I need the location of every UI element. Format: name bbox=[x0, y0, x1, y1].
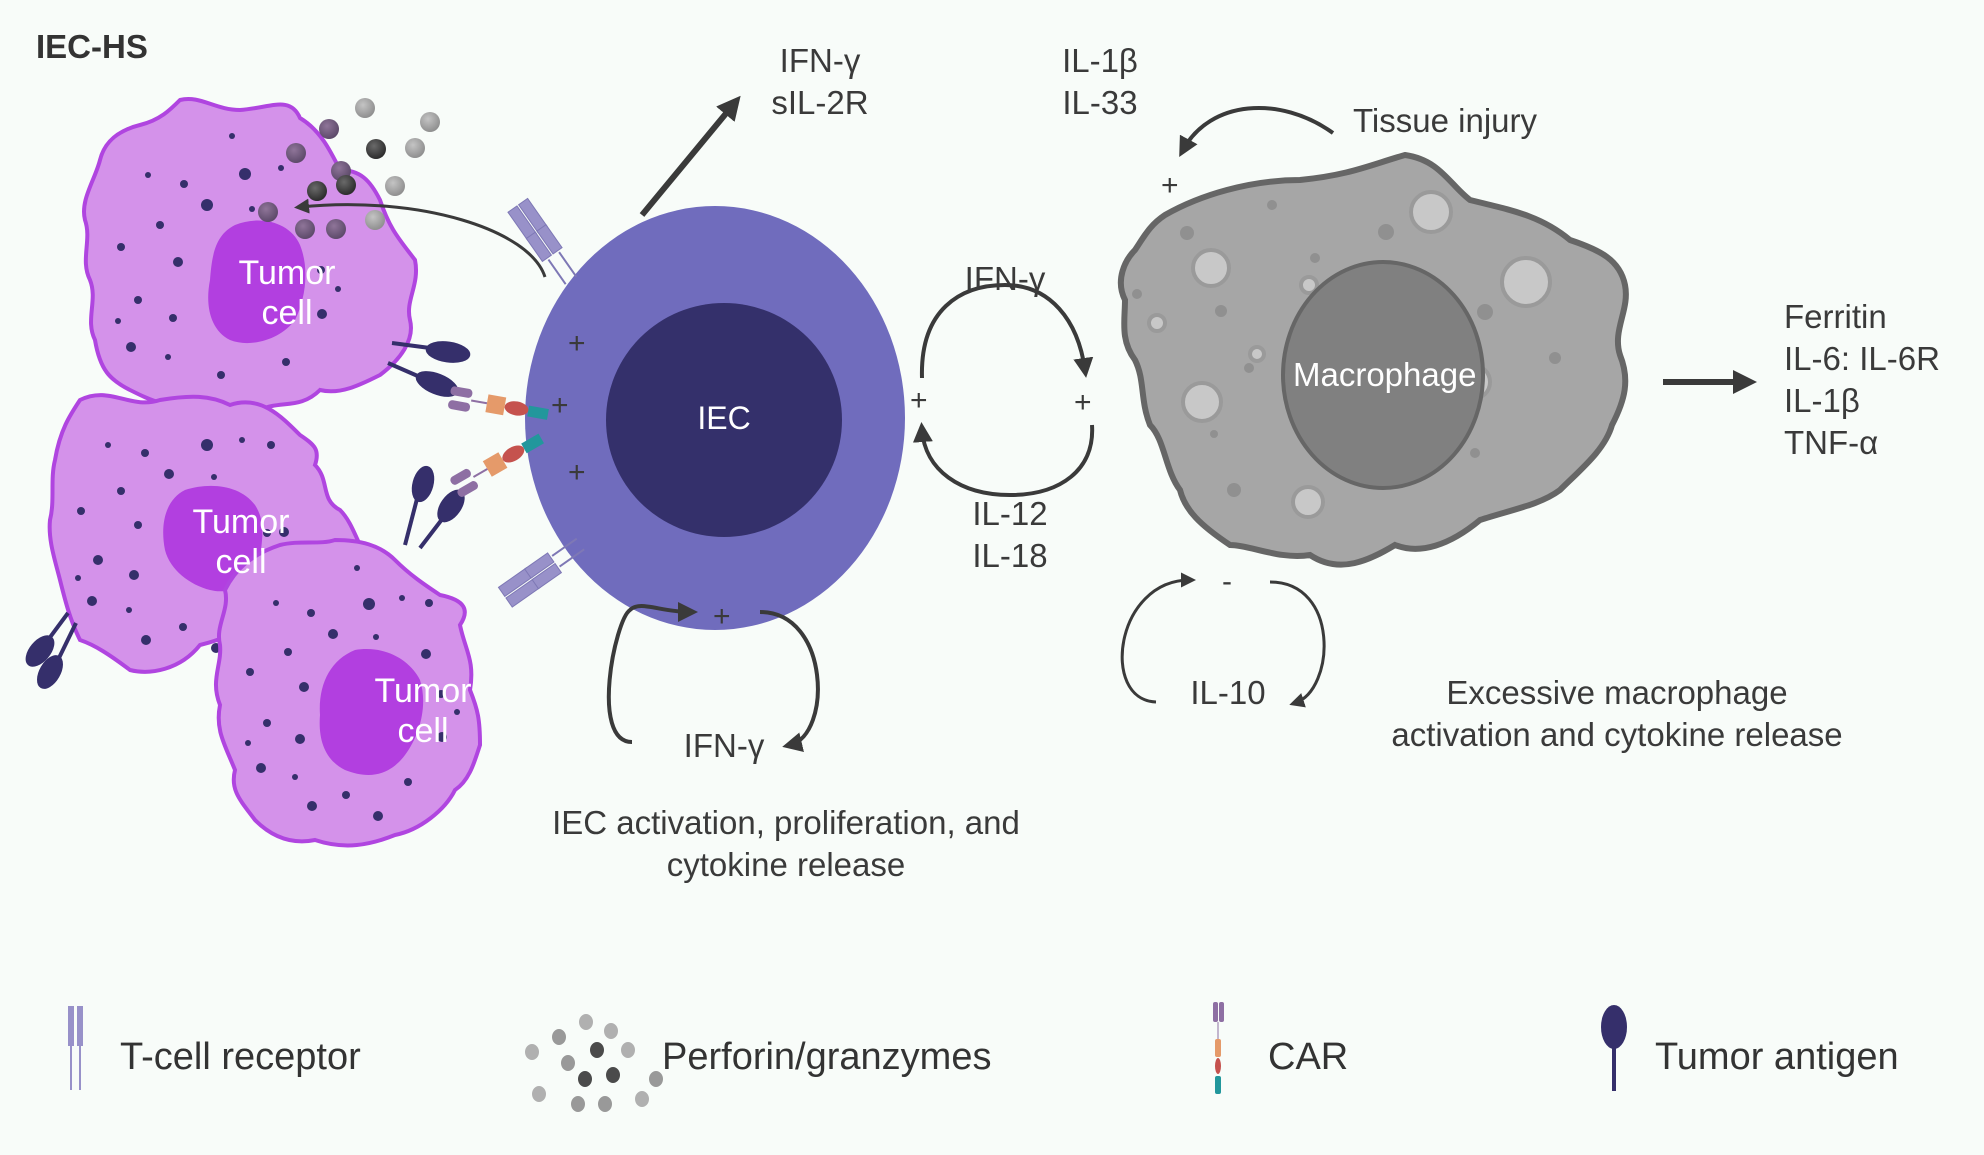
il10-label: IL-10 bbox=[1190, 674, 1266, 711]
cytokine-label: IL-12 bbox=[972, 495, 1048, 532]
macrophage-cell bbox=[1117, 151, 1629, 568]
cytokine-label: IL-1β bbox=[1784, 382, 1860, 419]
tumor-cell-middle bbox=[47, 393, 363, 674]
iec-autocrine-arrow-2 bbox=[759, 610, 820, 752]
tumor-antigen-icon bbox=[1601, 1005, 1627, 1091]
tumor-cell-label: Tumor cell bbox=[348, 671, 498, 751]
tumor-dots bbox=[245, 565, 460, 821]
il12-il18-loop-arrow bbox=[912, 422, 1095, 498]
tumor-cell-bottom bbox=[214, 537, 483, 848]
iec-caption: IEC activation, proliferation, and cytok… bbox=[486, 802, 1086, 886]
iec-autocrine-arrow bbox=[606, 601, 698, 744]
perforin-release-arrow bbox=[294, 198, 547, 278]
macrophage-nucleus bbox=[1281, 260, 1485, 490]
tumor-cell-label: Tumor cell bbox=[166, 502, 316, 582]
legend-label-car: CAR bbox=[1268, 1036, 1349, 1078]
tumor-dots bbox=[115, 133, 341, 379]
car-receptors bbox=[448, 386, 549, 497]
tumor-nucleus bbox=[319, 649, 424, 775]
macrophage-output-labels: Ferritin IL-6: IL-6R IL-1β TNF-α bbox=[1784, 296, 1940, 464]
tumor-cell-label-text: Tumor cell bbox=[238, 254, 336, 332]
il12-il18-labels: IL-12 IL-18 bbox=[950, 493, 1070, 577]
iec-nucleus bbox=[606, 303, 842, 537]
cytokine-label: Ferritin bbox=[1784, 298, 1887, 335]
plus-sign: + bbox=[713, 600, 731, 633]
iec-autocrine-label: IFN-γ bbox=[683, 727, 765, 764]
iec-label: IEC bbox=[697, 400, 751, 436]
plus-sign: + bbox=[1074, 386, 1092, 419]
tumor-dots bbox=[75, 437, 289, 653]
cytokine-label: TNF-α bbox=[1784, 424, 1879, 461]
cytokine-label: IL-6: IL-6R bbox=[1784, 340, 1940, 377]
ifn-gamma-loop-arrow bbox=[919, 282, 1094, 379]
plus-sign: + bbox=[910, 384, 928, 417]
tumor-nucleus bbox=[163, 485, 263, 592]
cytokine-label: IL-18 bbox=[972, 537, 1048, 574]
t-cell-receptor-icon bbox=[68, 1006, 83, 1090]
tissue-injury-arrow bbox=[1179, 105, 1335, 158]
plus-sign: + bbox=[568, 327, 586, 360]
tumor-cell-label-text: Tumor cell bbox=[374, 672, 472, 750]
car-icon bbox=[1213, 1002, 1224, 1094]
macrophage-caption: Excessive macrophage activation and cyto… bbox=[1317, 672, 1917, 756]
tumor-antigens bbox=[25, 341, 471, 689]
legend-label-tumor-antigen: Tumor antigen bbox=[1655, 1036, 1899, 1078]
iec-cell bbox=[525, 206, 905, 630]
il10-loop-arrow bbox=[1120, 572, 1196, 704]
minus-sign: - bbox=[1222, 565, 1232, 598]
tumor-cell-label-text: Tumor cell bbox=[192, 503, 290, 581]
cytokine-label: sIL-2R bbox=[771, 84, 869, 121]
tissue-injury-label: Tissue injury bbox=[1353, 102, 1537, 139]
perforin-granzymes bbox=[258, 98, 440, 239]
legend-label-perforin-granzymes: Perforin/granzymes bbox=[662, 1036, 992, 1078]
caption-line: cytokine release bbox=[666, 846, 906, 883]
t-cell-receptors bbox=[497, 197, 585, 608]
cytokine-label: IFN-γ bbox=[779, 42, 861, 79]
plus-sign: + bbox=[551, 389, 569, 422]
plus-sign: + bbox=[1161, 169, 1179, 202]
caption-line: activation and cytokine release bbox=[1391, 716, 1843, 753]
plus-sign: + bbox=[568, 456, 586, 489]
figure-title: IEC-HS bbox=[36, 28, 148, 65]
caption-line: IEC activation, proliferation, and bbox=[552, 804, 1020, 841]
legend-label-t-cell-receptor: T-cell receptor bbox=[120, 1036, 361, 1078]
iec-output-arrow bbox=[639, 95, 741, 217]
macrophage-input-labels: IL-1β IL-33 bbox=[1040, 40, 1160, 124]
perforin-granzymes-icon bbox=[525, 1014, 663, 1112]
il10-loop-arrow-2 bbox=[1269, 580, 1326, 708]
cytokine-label: IL-1β bbox=[1062, 42, 1138, 79]
caption-line: Excessive macrophage bbox=[1446, 674, 1788, 711]
tumor-nucleus bbox=[208, 220, 306, 344]
iec-output-labels: IFN-γ sIL-2R bbox=[760, 40, 880, 124]
tumor-cell-label: Tumor cell bbox=[212, 253, 362, 333]
ifn-gamma-loop-label: IFN-γ bbox=[964, 260, 1046, 297]
macrophage-label: Macrophage bbox=[1293, 356, 1477, 393]
cytokine-label: IL-33 bbox=[1062, 84, 1138, 121]
